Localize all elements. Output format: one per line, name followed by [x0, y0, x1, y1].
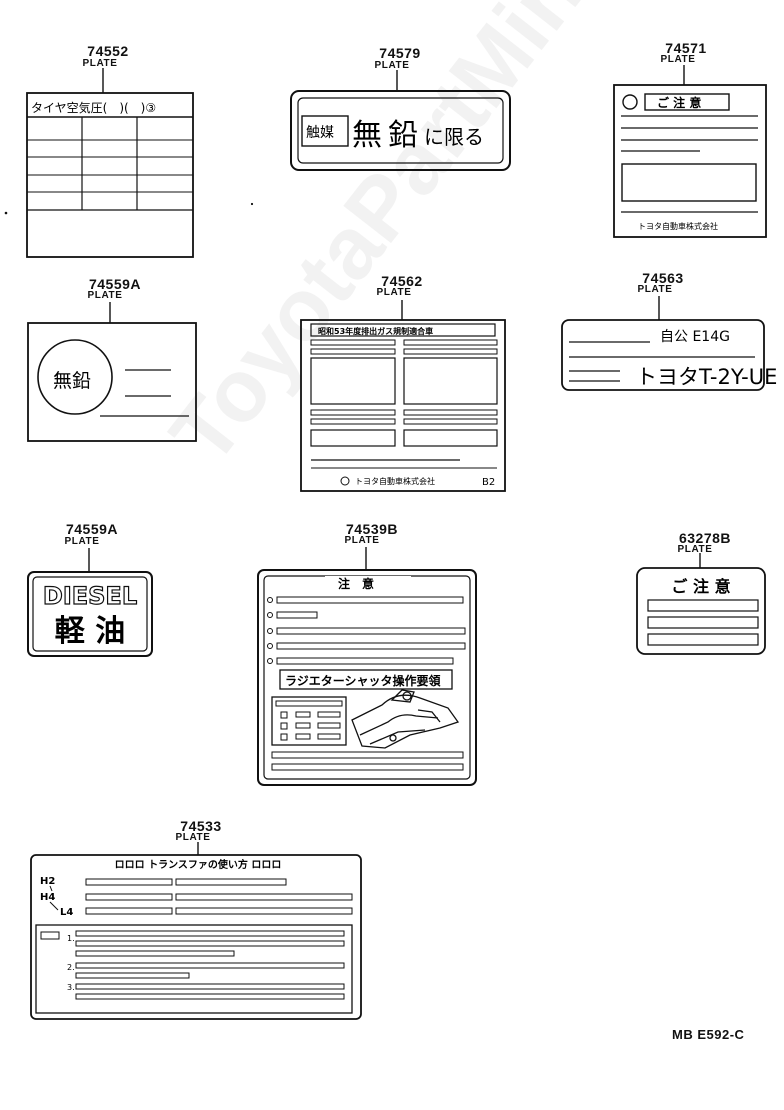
- plate-74533-step3: 3.: [67, 983, 75, 992]
- part-number-74533: 74533: [180, 818, 222, 834]
- plate-74563-model: 自公 E14G: [660, 329, 730, 345]
- plate-74579-catalyst: 触媒: [306, 125, 334, 141]
- part-label-74571: PLATE: [660, 54, 696, 65]
- plate-74533-h4: H4: [40, 892, 55, 903]
- plate-74533-step2: 2.: [67, 963, 75, 972]
- plate-74563-engine: トヨタT-2Y-UE: [636, 365, 777, 389]
- part-number-74559a-unleaded: 74559A: [88, 276, 142, 292]
- radiator-shutter-lever-illustration: [351, 689, 460, 749]
- plate-74533-l4: L4: [60, 907, 73, 918]
- part-number-74552: 74552: [87, 43, 129, 59]
- plate-74579-limited: に限る: [424, 125, 484, 149]
- plate-63278b-caution: ご 注 意: [671, 577, 730, 596]
- part-number-74571: 74571: [665, 40, 707, 56]
- drawing-reference: MB E592-C: [672, 1027, 745, 1042]
- part-label-74563: PLATE: [637, 284, 673, 295]
- part-number-63278b: 63278B: [678, 530, 732, 546]
- plate-74539b-instruction-title: ラジエターシャッタ操作要領: [285, 673, 442, 688]
- plate-74562-code: B2: [482, 477, 495, 488]
- part-label-63278b: PLATE: [677, 544, 713, 555]
- plate-74579-mu: 無: [352, 118, 382, 153]
- plate-74552-title: タイヤ空気圧( )( )③: [31, 100, 156, 115]
- part-number-74563: 74563: [642, 270, 684, 286]
- plate-74539b-caution: 注 意: [338, 576, 374, 591]
- plate-74533-title: ロロロ トランスファの使い方 ロロロ: [115, 858, 282, 871]
- part-label-74559a-diesel: PLATE: [64, 536, 100, 547]
- part-number-74539b: 74539B: [345, 521, 399, 537]
- plate-74562-maker: トヨタ自動車株式会社: [355, 476, 435, 486]
- part-number-74559a-diesel: 74559A: [65, 521, 119, 537]
- part-label-74579: PLATE: [374, 60, 410, 71]
- part-label-74539b: PLATE: [344, 535, 380, 546]
- part-number-74579: 74579: [379, 45, 421, 61]
- part-label-74562: PLATE: [376, 287, 412, 298]
- plate-diesel-light-oil: 軽 油: [55, 614, 125, 649]
- part-label-74533: PLATE: [175, 832, 211, 843]
- part-label-74552: PLATE: [82, 58, 118, 69]
- plate-74562-title: 昭和53年度排出ガス規制適合車: [318, 326, 433, 336]
- plate-74571-maker: トヨタ自動車株式会社: [638, 221, 718, 231]
- plate-74533-h2: H2: [40, 876, 55, 887]
- plate-74579-en: 鉛: [388, 118, 418, 153]
- part-label-74559a-unleaded: PLATE: [87, 290, 123, 301]
- plate-74559a-unleaded-text: 無鉛: [53, 370, 91, 392]
- plate-74571-caution: ご 注 意: [657, 95, 701, 110]
- plate-diesel-text: DIESEL: [43, 582, 137, 610]
- part-number-74562: 74562: [381, 273, 423, 289]
- plate-74533-step1: 1.: [67, 934, 75, 943]
